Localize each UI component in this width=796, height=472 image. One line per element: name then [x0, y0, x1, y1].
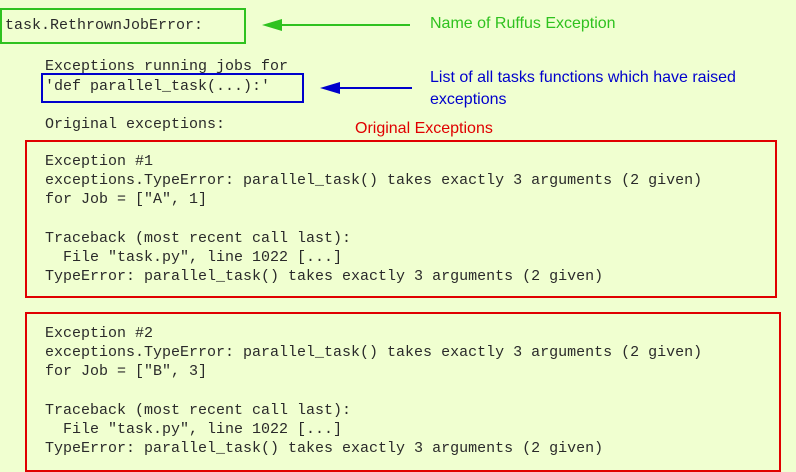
annotation-arrows: [262, 19, 412, 94]
exception-1-title: Exception #1: [45, 153, 154, 170]
exception-2-error-line: TypeError: parallel_task() takes exactly…: [45, 440, 604, 457]
exception-1-file-line: File "task.py", line 1022 [...]: [45, 249, 343, 266]
green-arrow-icon: [262, 19, 410, 31]
ruffus-exception-note: Name of Ruffus Exception: [430, 15, 616, 32]
exception-2-traceback-header: Traceback (most recent call last):: [45, 402, 352, 419]
task-functions-note-line2: exceptions: [430, 91, 507, 108]
original-exceptions-note: Original Exceptions: [355, 120, 493, 137]
task-functions-note-line1: List of all tasks functions which have r…: [430, 69, 736, 86]
exception-1-error-line: TypeError: parallel_task() takes exactly…: [45, 268, 604, 285]
exception-2-type-line: exceptions.TypeError: parallel_task() ta…: [45, 344, 703, 361]
exception-1-job-line: for Job = ["A", 1]: [45, 191, 208, 208]
blue-arrow-icon: [320, 82, 412, 94]
exception-box-1: [25, 140, 777, 298]
exception-2-title: Exception #2: [45, 325, 154, 342]
task-signature: 'def parallel_task(...):': [45, 78, 271, 95]
running-jobs-label: Exceptions running jobs for: [45, 58, 289, 75]
exception-name-box: [0, 8, 246, 44]
task-signature-box: [41, 73, 304, 103]
exception-2-file-line: File "task.py", line 1022 [...]: [45, 421, 343, 438]
exception-name: task.RethrownJobError:: [5, 17, 204, 34]
exception-1-traceback-header: Traceback (most recent call last):: [45, 230, 352, 247]
exception-1-type-line: exceptions.TypeError: parallel_task() ta…: [45, 172, 703, 189]
original-exceptions-label: Original exceptions:: [45, 116, 226, 133]
exception-2-job-line: for Job = ["B", 3]: [45, 363, 208, 380]
